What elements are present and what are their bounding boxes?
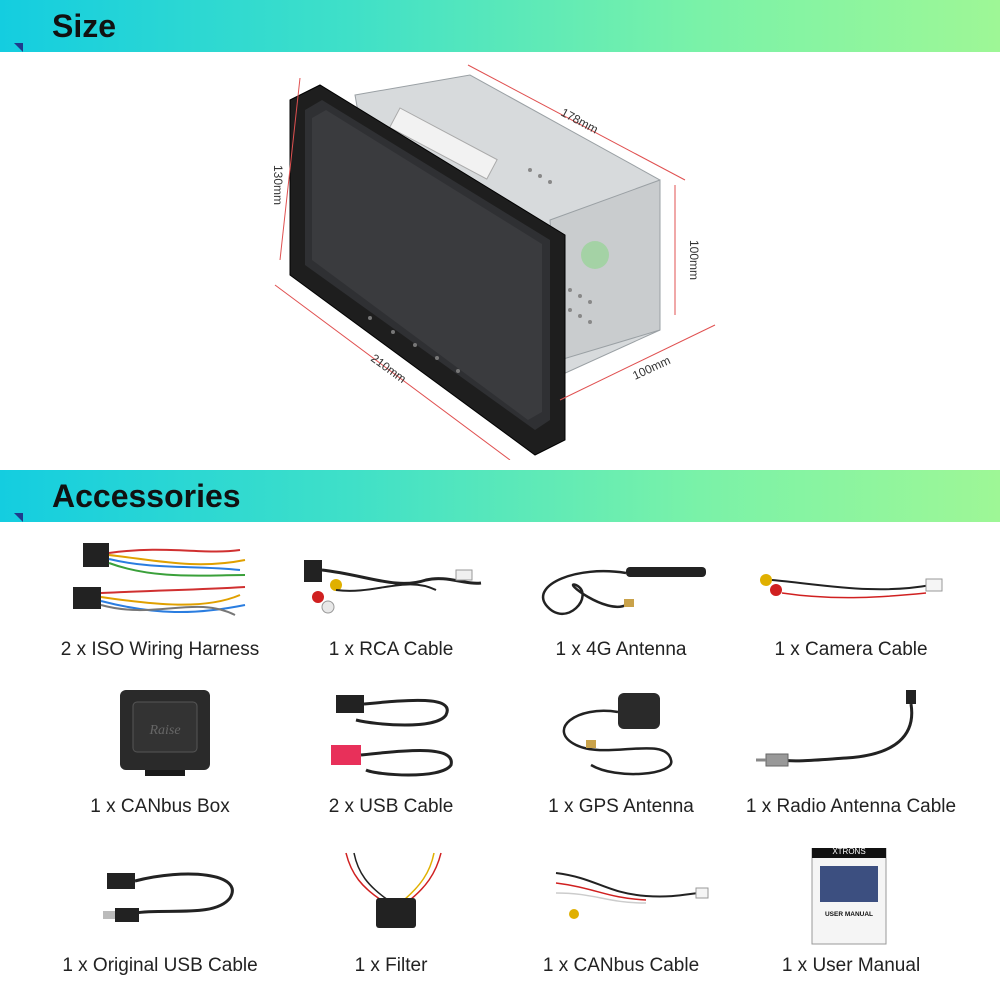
filter-icon [345,852,442,928]
banner-corner-marker [14,43,23,52]
head-unit-dimension-figure: 178mm 130mm 100mm 210mm 100mm [260,60,730,461]
dimension-depth-label: 100mm [630,353,672,383]
manual-brand: XTRONS [832,848,865,856]
radio-antenna-cable-icon [756,690,916,767]
accessory-label: 2 x ISO Wiring Harness [60,639,260,660]
accessory-label: 1 x CANbus Cable [542,955,700,976]
manual-title: USER MANUAL [825,911,873,918]
head-unit-illustration: 178mm 130mm 100mm 210mm 100mm [271,64,716,461]
accessory-label: 1 x User Manual [781,955,921,976]
canbus-box-brand: Raise [148,723,180,738]
original-usb-cable-icon [103,872,234,922]
size-banner: Size [0,0,1000,52]
accessory-label: 1 x GPS Antenna [548,796,694,817]
banner-corner-marker [14,513,23,522]
accessory-label: 1 x Filter [354,955,428,976]
accessories-heading: Accessories [52,478,241,514]
canbus-cable-icon [555,872,709,919]
gps-antenna-icon [562,693,673,776]
dimension-height-front-label: 130mm [271,165,285,205]
rca-cable-icon [304,560,482,614]
user-manual-icon: XTRONS USER MANUAL [811,848,887,945]
accessory-label: 1 x Radio Antenna Cable [745,796,957,817]
4g-antenna-icon [541,567,706,616]
accessory-label: 1 x 4G Antenna [555,639,687,660]
usb-cable-icon [331,695,453,777]
accessory-label: 1 x CANbus Box [90,796,230,817]
camera-cable-icon [760,574,943,599]
canbus-box-icon: Raise [120,690,210,776]
wiring-harness-icon [73,543,246,616]
accessory-label: 1 x Camera Cable [774,639,928,660]
dimension-height-back-label: 100mm [687,240,701,280]
size-heading: Size [52,8,117,44]
accessory-label: 2 x USB Cable [328,796,454,817]
accessory-label: 1 x RCA Cable [328,639,454,660]
accessories-banner: Accessories [0,470,1000,522]
accessory-label: 1 x Original USB Cable [62,955,258,976]
